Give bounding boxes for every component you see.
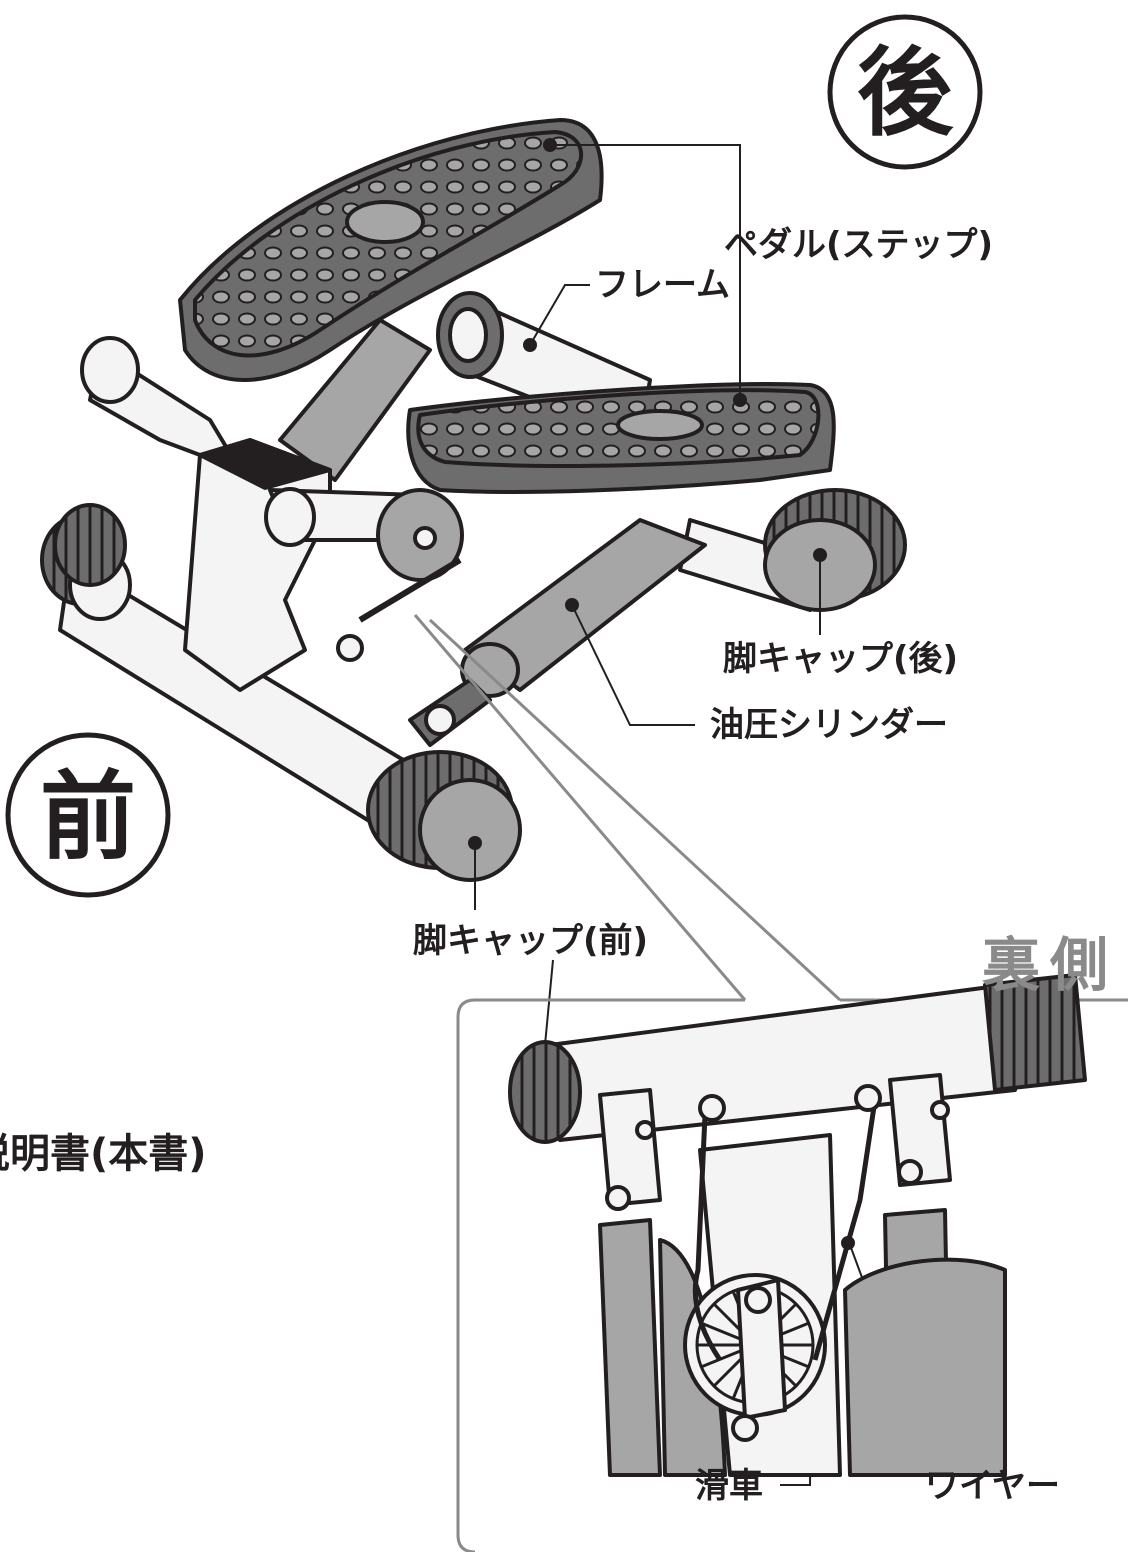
front-pedal [406, 382, 836, 494]
front-badge: 前 [5, 732, 171, 898]
label-frame: フレーム [595, 265, 730, 305]
underside-rear-cap [983, 973, 1087, 1092]
label-pulley: 滑車 [695, 1466, 763, 1506]
stepper-illustration [40, 118, 907, 882]
front-leg-cap [366, 750, 522, 882]
label-pedal: ペダル(ステップ) [724, 225, 993, 265]
rear-left-leg-cap [53, 503, 127, 587]
labels: ペダル(ステップ) フレーム 脚キャップ(後) 油圧シリンダー 脚キャップ(前)… [0, 225, 1118, 1506]
underside-left-cylinder [598, 1218, 662, 1477]
pivot-arm [264, 487, 464, 582]
label-wire: ワイヤー [925, 1466, 1060, 1506]
underside-front-cap [508, 1040, 582, 1144]
underside-illustration [508, 973, 1087, 1477]
linkage-rod [358, 557, 462, 623]
label-manual: 説明書(本書) [0, 1131, 207, 1177]
label-leg-cap-rear: 脚キャップ(後) [723, 639, 958, 679]
label-leg-cap-front: 脚キャップ(前) [413, 921, 648, 961]
rear-pedal [178, 118, 604, 382]
pulley [683, 1273, 827, 1442]
underside-right-pedal [843, 1257, 1007, 1477]
rear-badge-text: 後 [857, 37, 954, 149]
rear-base-tube [80, 336, 242, 472]
center-column [183, 438, 332, 692]
rear-leg-cap [763, 488, 907, 612]
front-badge-text: 前 [40, 761, 136, 873]
wire [692, 1099, 878, 1362]
rear-badge: 後 [827, 14, 983, 170]
label-hydraulic-cylinder: 油圧シリンダー [710, 705, 948, 745]
label-underside: 裏側 [982, 931, 1118, 999]
